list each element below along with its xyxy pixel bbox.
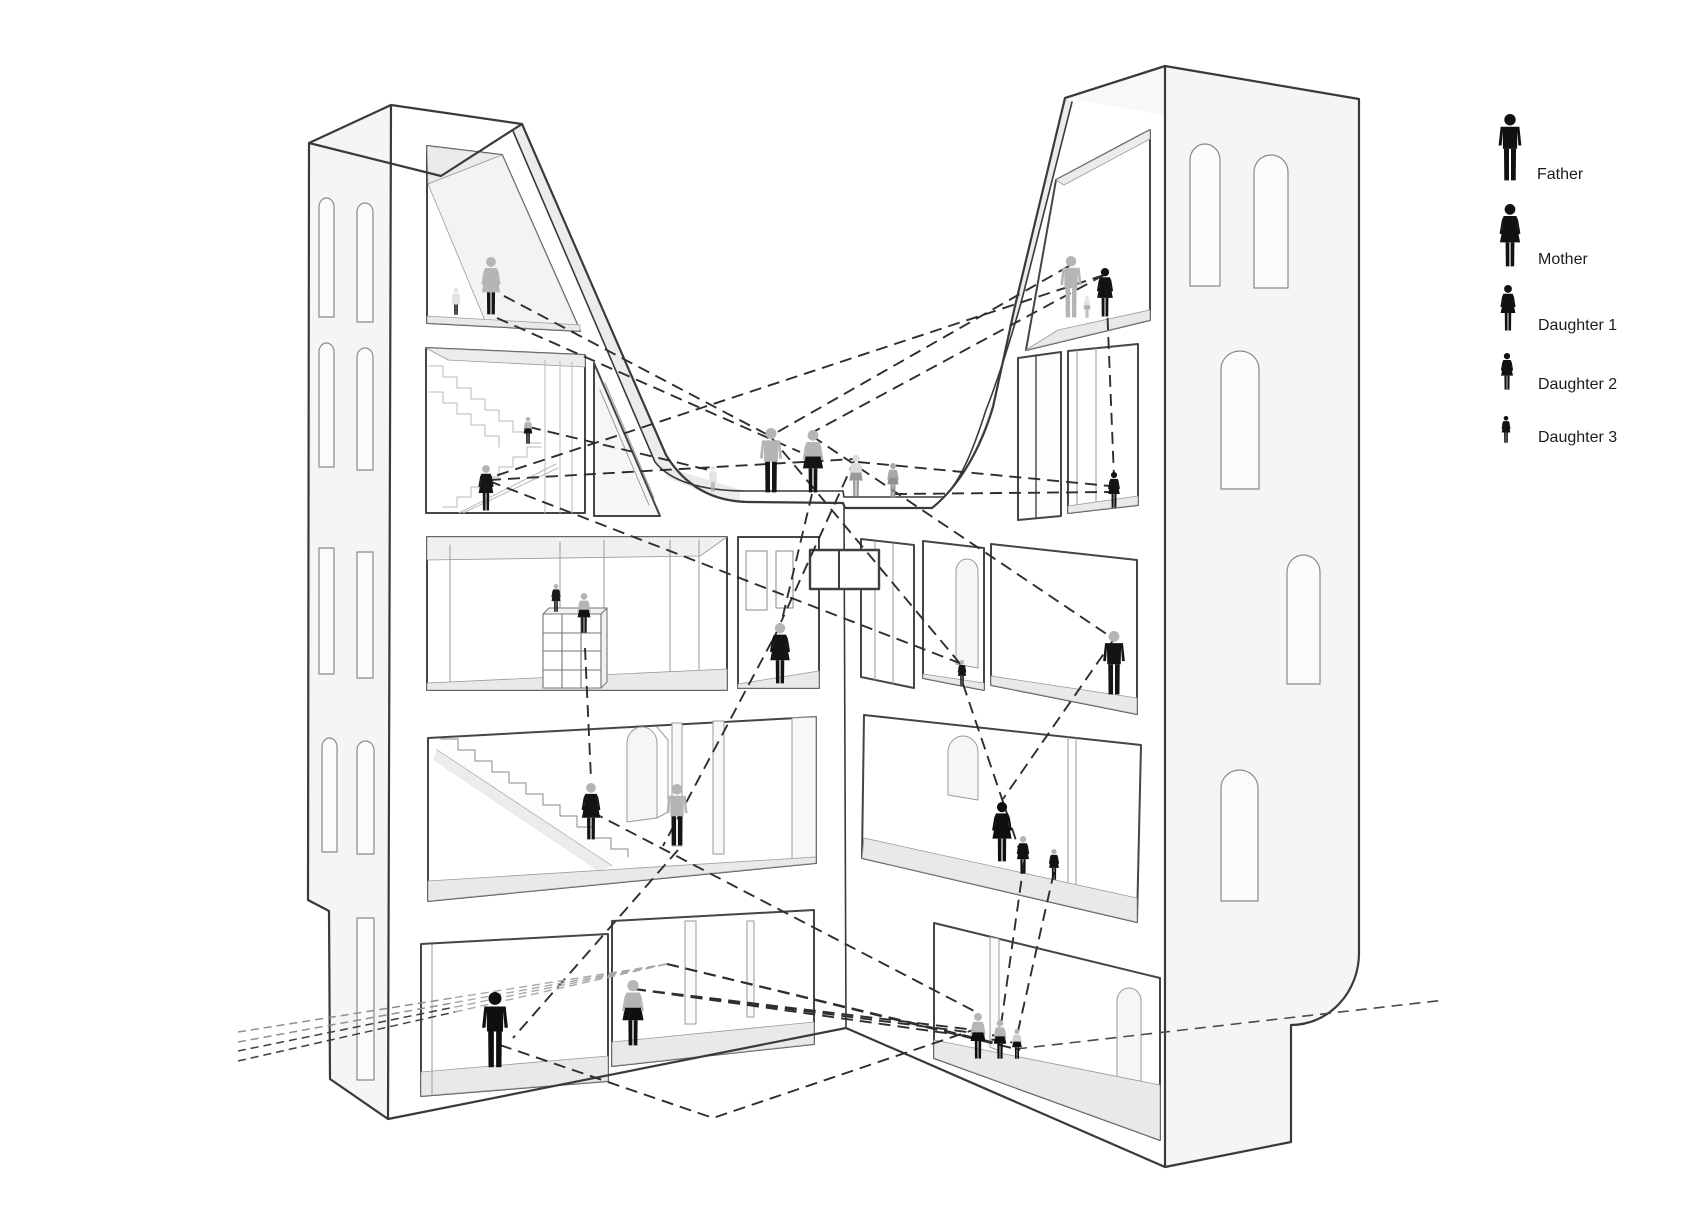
figure-father-bridge: [759, 428, 783, 493]
sightline-11: [780, 458, 856, 623]
sightline-34: [237, 1006, 456, 1052]
room-l5-left: [426, 145, 581, 332]
room-l3-right-b: [922, 540, 985, 691]
room-l4-right-window: [1017, 351, 1062, 521]
sightline-18: [633, 988, 1017, 1044]
sightline-2: [528, 426, 714, 472]
sightline-37: [454, 963, 668, 1013]
sightline-5: [814, 274, 1105, 432]
figure-mother-bridge: [802, 430, 824, 493]
sightline-35: [454, 963, 668, 1008]
sightline-1: [496, 317, 801, 453]
sightline-33: [454, 963, 668, 1004]
sightline-14: [512, 849, 679, 1039]
outer-silhouette: [306, 64, 1361, 1169]
sightline-7: [894, 491, 1111, 495]
room-l3-wardrobe: [426, 536, 728, 691]
sightline-38: [962, 683, 1023, 859]
room-l3-middle: [737, 536, 820, 689]
elevator-box: [808, 548, 881, 591]
sightline-9: [769, 435, 963, 667]
sightline-36: [237, 1011, 456, 1062]
room-l4-right: [1067, 343, 1139, 514]
room-l3-right-c: [990, 543, 1138, 715]
right-facade-windows: [1189, 143, 1321, 902]
sightline-30: [237, 996, 456, 1033]
sightline-23: [999, 861, 1025, 1033]
sightline-24: [1015, 871, 1055, 1041]
legend-label-daughter3: Daughter 3: [1538, 429, 1617, 446]
sightline-3: [488, 458, 856, 481]
sightline-27: [591, 811, 979, 1014]
sightline-6: [857, 461, 1111, 487]
sightline-25: [1002, 638, 1115, 800]
room-l1-right: [933, 922, 1161, 1141]
legend-label-daughter2: Daughter 2: [1538, 376, 1617, 393]
sightline-13: [584, 647, 592, 780]
sightline-21: [666, 963, 1021, 1051]
room-l1-middle: [611, 909, 815, 1067]
legend-label-daughter1: Daughter 1: [1538, 317, 1617, 334]
left-facade-windows: [318, 197, 375, 1081]
legend-icon-father: [1498, 114, 1522, 181]
legend-label-mother: Mother: [1538, 251, 1588, 268]
sightline-31: [454, 963, 668, 999]
legend-icon-daughter3: [1501, 416, 1511, 443]
building-linework: [306, 64, 1361, 1169]
inner-edges: [512, 101, 1073, 1029]
sightline-32: [237, 1001, 456, 1043]
room-l4-left: [425, 347, 586, 514]
sightline-28: [488, 480, 963, 665]
sightline-8: [488, 274, 1105, 479]
sightline-29: [780, 493, 813, 625]
legend-icon-mother: [1499, 204, 1521, 267]
legend-icon-daughter1: [1500, 285, 1516, 331]
window-sliver-l4: [593, 362, 661, 517]
sightline-10: [811, 435, 1115, 640]
legend-label-father: Father: [1537, 166, 1584, 183]
sightline-0: [503, 295, 771, 437]
legend-icon-daughter2: [1500, 353, 1514, 390]
sightline-26: [1105, 279, 1115, 478]
room-l5-right: [1025, 129, 1151, 351]
